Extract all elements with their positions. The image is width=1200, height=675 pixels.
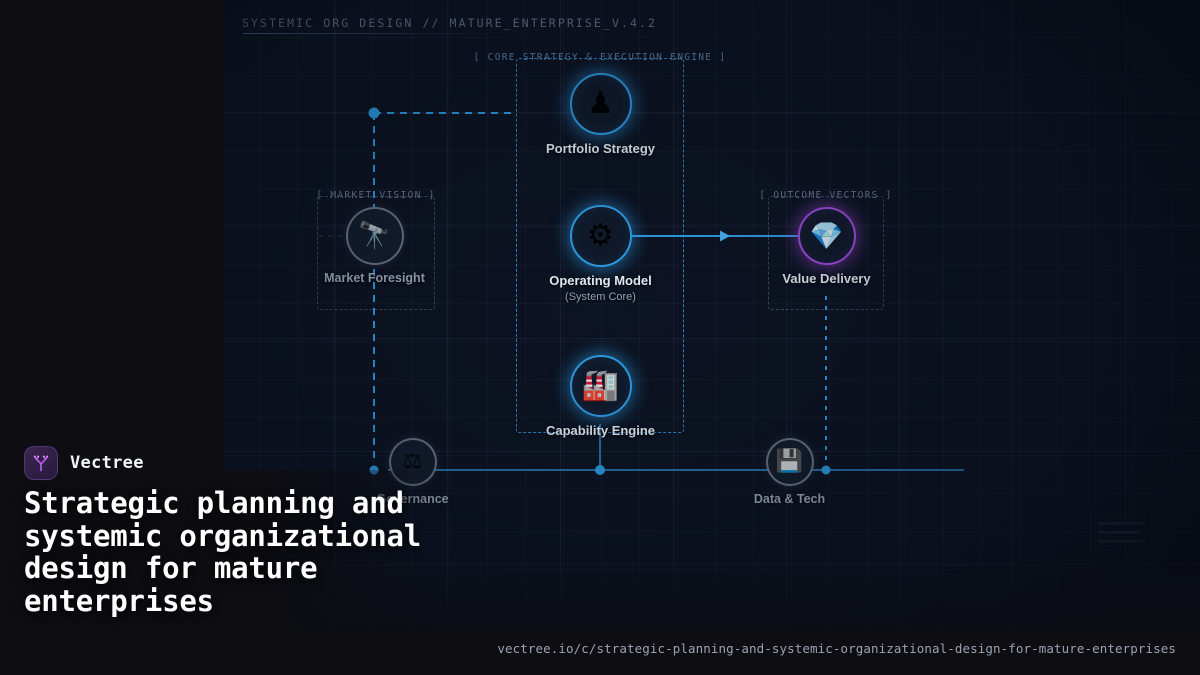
node-market-foresight-disc[interactable]: 🔭 [345,207,404,265]
telescope-icon: 🔭 [358,221,391,251]
cluster-outcome-vectors-label: [ OUTCOME VECTORS ] [759,190,893,201]
chess-pawn-icon: ♟ [587,86,614,121]
node-value-delivery-label: Value Delivery [782,271,871,286]
node-market-foresight-label: Market Foresight [324,271,425,285]
page-title: Strategic planning and systemic organiza… [24,486,421,618]
node-operating-model-sublabel: (System Core) [565,291,636,303]
node-operating-model-label: Operating Model [549,273,652,288]
node-value-delivery[interactable]: 💎 Value Delivery [782,207,871,286]
cluster-core-strategy-label: [ CORE STRATEGY & EXECUTION ENGINE ] [473,52,727,63]
vectree-tree-logo [24,446,58,480]
node-data-tech-label: Data & Tech [753,492,826,506]
brand-name: Vectree [70,453,144,473]
cluster-market-vision-label: [ MARKET VISION ] [316,190,436,201]
node-value-delivery-disc[interactable]: 💎 [797,207,856,265]
node-governance[interactable]: ⚖ Governance [376,438,449,506]
url-bar: vectree.io/c/strategic-planning-and-syst… [0,630,1200,675]
legend-line-3 [1098,540,1146,543]
brand-lockup[interactable]: Vectree [24,446,144,480]
node-portfolio-strategy-label: Portfolio Strategy [545,141,656,156]
node-operating-model-disc[interactable]: ⚙ [569,205,632,267]
node-portfolio-strategy-disc[interactable]: ♟ [569,73,632,135]
node-data-tech-disc[interactable]: 💾 [765,438,814,486]
node-portfolio-strategy[interactable]: ♟ Portfolio Strategy [546,73,655,156]
node-data-tech[interactable]: 💾 Data & Tech [754,438,825,506]
diamond-icon: 💎 [809,220,844,252]
legend-line-1 [1098,522,1146,525]
factory-icon: 🏭 [581,368,620,403]
node-operating-model[interactable]: ⚙ Operating Model (System Core) [549,205,652,303]
node-market-foresight[interactable]: 🔭 Market Foresight [324,207,425,285]
node-capability-engine-label: Capability Engine [545,423,656,438]
gear-icon: ⚙ [587,218,614,253]
legend-line-2 [1098,531,1140,534]
url-text: vectree.io/c/strategic-planning-and-syst… [497,641,1176,656]
node-capability-engine[interactable]: 🏭 Capability Engine [546,355,655,438]
floppy-disk-icon: 💾 [775,449,804,474]
node-capability-engine-disc[interactable]: 🏭 [569,355,632,417]
legend-panel[interactable] [1090,513,1152,551]
